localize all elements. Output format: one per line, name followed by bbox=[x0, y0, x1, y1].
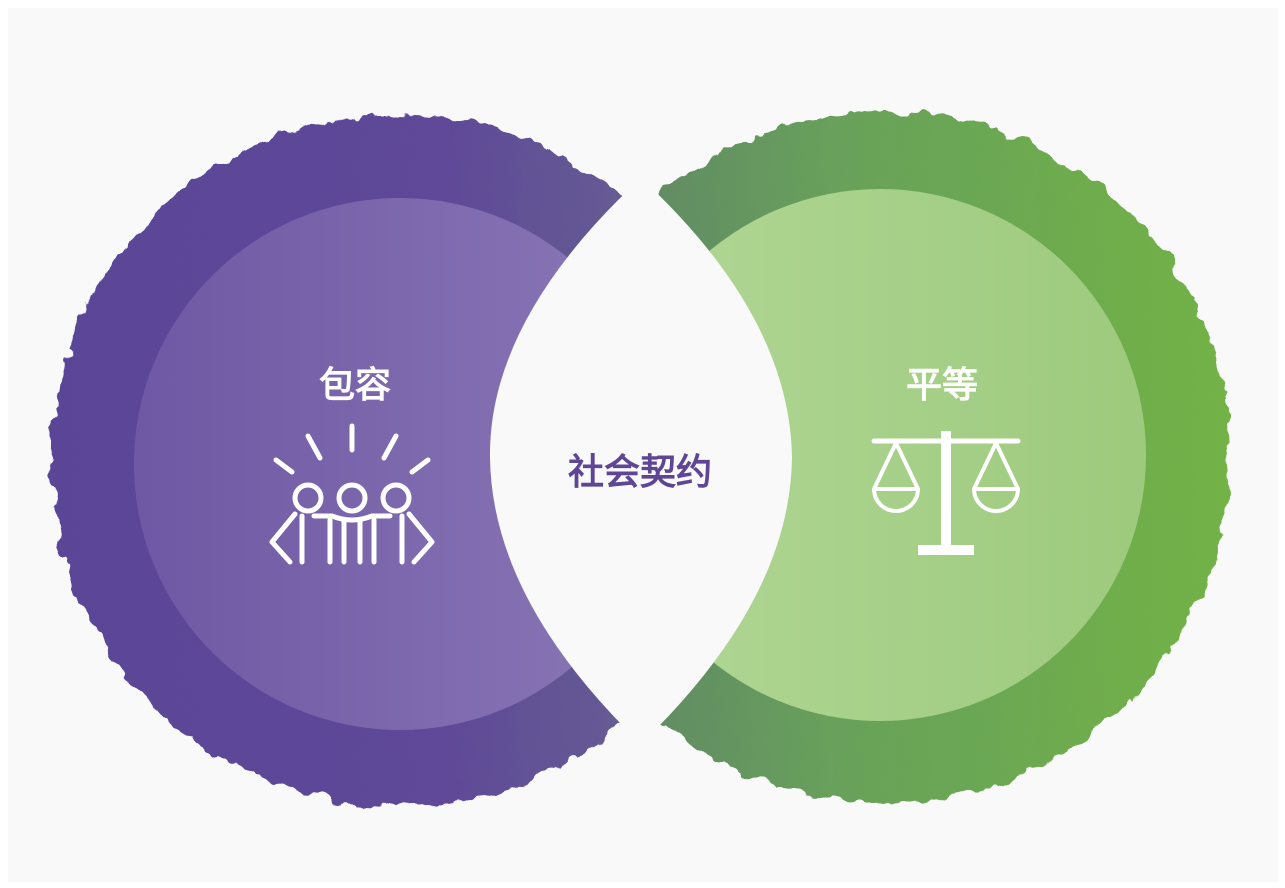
group-of-people-icon bbox=[269, 423, 435, 565]
right-circle-label: 平等 bbox=[905, 365, 978, 406]
intersection-lens bbox=[489, 178, 792, 744]
intersection-label: 社会契约 bbox=[567, 452, 712, 493]
balance-scale-icon bbox=[871, 431, 1021, 555]
left-circle-label: 包容 bbox=[318, 365, 391, 406]
